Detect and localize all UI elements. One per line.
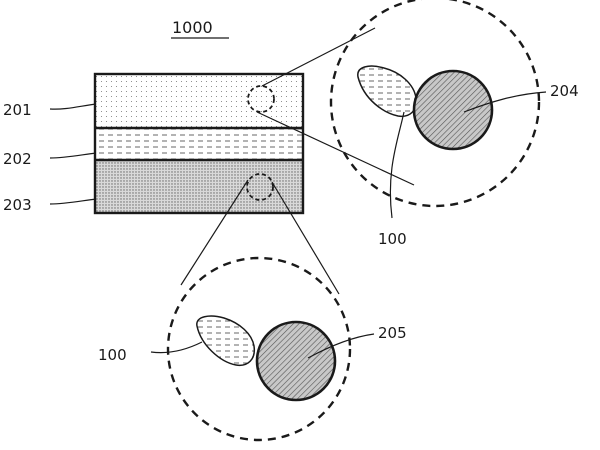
leader-100-top bbox=[389, 111, 405, 219]
detail-marker-bottom bbox=[246, 173, 274, 201]
magnified-circle-top bbox=[329, 0, 541, 208]
magnify-line-top-1 bbox=[261, 27, 376, 87]
label-100-top: 100 bbox=[378, 230, 407, 248]
label-205: 205 bbox=[378, 324, 407, 342]
magnify-line-bottom-1 bbox=[180, 179, 249, 286]
figure-title: 1000 bbox=[172, 18, 213, 37]
material-100-top bbox=[357, 65, 418, 118]
magnify-line-bottom-2 bbox=[271, 181, 340, 295]
label-202: 202 bbox=[3, 150, 32, 168]
magnify-line-top-2 bbox=[256, 111, 415, 186]
particle-205 bbox=[255, 320, 337, 402]
layer-202 bbox=[95, 128, 303, 160]
magnified-view-bottom bbox=[150, 256, 375, 442]
layer-stack-outline bbox=[93, 72, 305, 215]
magnified-view-top bbox=[329, 0, 547, 219]
label-204: 204 bbox=[550, 82, 579, 100]
magnified-circle-bottom bbox=[166, 256, 352, 442]
label-203: 203 bbox=[3, 196, 32, 214]
leader-202 bbox=[49, 152, 97, 159]
leader-205 bbox=[307, 333, 375, 359]
material-100-bottom bbox=[196, 315, 256, 367]
leader-201 bbox=[49, 103, 97, 110]
leader-203 bbox=[49, 198, 97, 205]
layer-203 bbox=[95, 160, 303, 213]
particle-204 bbox=[412, 69, 494, 151]
detail-marker-top bbox=[247, 85, 275, 113]
leader-100-bottom bbox=[150, 341, 203, 354]
label-201: 201 bbox=[3, 101, 32, 119]
label-100-bottom: 100 bbox=[98, 346, 127, 364]
layer-stack bbox=[93, 72, 305, 215]
leader-204 bbox=[463, 91, 547, 113]
layer-201 bbox=[95, 74, 303, 128]
